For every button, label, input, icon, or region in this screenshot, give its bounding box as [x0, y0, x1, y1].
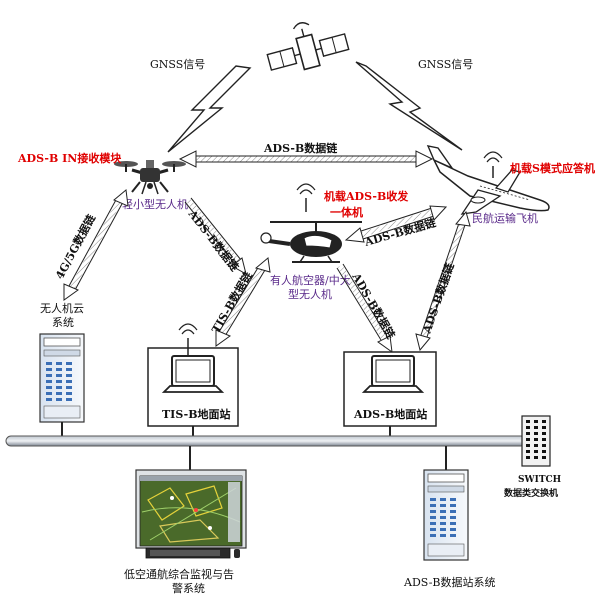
switch-label-line2: 数据类交换机	[504, 487, 558, 499]
adsb-station-laptop-icon	[361, 355, 425, 393]
tisb-station-label: TIS-B地面站	[162, 407, 231, 421]
small-drone-icon	[114, 160, 186, 195]
civil-aircraft-label: 民航运输飞机	[472, 211, 538, 225]
monitoring-screen-icon	[135, 469, 247, 559]
gnss-label-left: GNSS信号	[150, 58, 205, 71]
uav-cloud-server-icon	[39, 333, 85, 423]
gnss-label-right: GNSS信号	[418, 58, 473, 71]
helicopter-icon	[260, 221, 362, 263]
uav-cloud-label-line1: 无人机云	[40, 301, 84, 315]
adsb-link-heli-plane-arrow	[344, 205, 448, 243]
switch-icon	[521, 415, 551, 467]
civil-aircraft-icon	[426, 145, 550, 215]
adsb-link-top-arrow	[178, 150, 434, 168]
4g5g-link-arrow	[63, 189, 129, 301]
adsb-link-heli-station-arrow	[336, 263, 393, 354]
plane-antenna-icon	[483, 151, 503, 178]
adsb-link-plane-station-label: ADS-B数据链	[419, 260, 457, 336]
small-uav-label: 轻小型无人机	[122, 197, 188, 211]
tisb-link-arrow	[215, 257, 271, 347]
monitoring-system-label-line2: 警系统	[172, 581, 205, 595]
adsb-transceiver-label-line1: 机载ADS-B收发	[324, 189, 409, 203]
adsb-data-server-icon	[423, 469, 469, 561]
adsb-link-plane-station-arrow	[415, 210, 471, 352]
adsb-link-heli-station-label: ADS-B数据链	[349, 270, 399, 342]
adsb-station-label: ADS-B地面站	[353, 407, 427, 421]
switch-label-line1: SWITCH	[518, 475, 562, 485]
adsb-link-uav-tisb-arrow	[184, 197, 247, 276]
manned-aircraft-label-line2: 型无人机	[288, 287, 332, 301]
uav-cloud-label-line2: 系统	[52, 316, 74, 329]
adsb-link-uav-tisb-label: ADS-B数据链	[185, 206, 242, 274]
adsb-in-module-label: ADS-B IN接收模块	[17, 151, 122, 165]
monitoring-system-label-line1: 低空通航综合监视与告	[124, 567, 234, 581]
satellite-icon	[266, 22, 350, 71]
manned-aircraft-label-line1: 有人航空器/中大	[270, 273, 351, 287]
adsb-data-system-label: ADS-B数据站系统	[403, 575, 496, 589]
mode-s-transponder-label: 机载S模式应答机	[510, 161, 595, 175]
tisb-station-antenna-icon	[178, 323, 198, 356]
tisb-station-laptop-icon	[161, 355, 225, 393]
adsb-link-top-label: ADS-B数据链	[263, 141, 338, 155]
gnss-signal-right-bolt	[355, 61, 463, 151]
4g5g-link-label: 4G/5G数据链	[52, 211, 98, 281]
adsb-transceiver-label-line2: 一体机	[330, 205, 363, 219]
network-bus	[5, 435, 527, 447]
gnss-signal-left-bolt	[167, 65, 252, 153]
helicopter-antenna-icon	[296, 183, 316, 212]
